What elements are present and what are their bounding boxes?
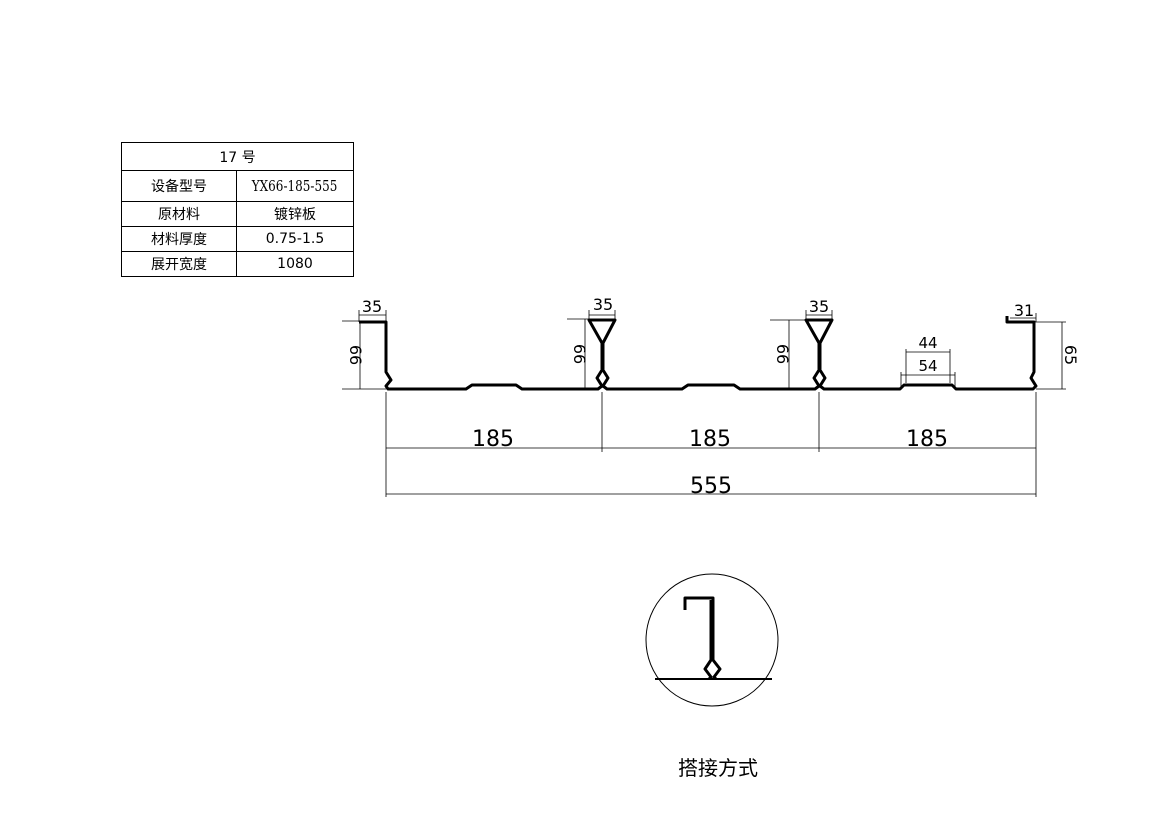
deck-profile-line [359, 316, 1038, 391]
dim-stiffener-top: 44 [918, 334, 937, 352]
spec-row-material: 原材料 镀锌板 [121, 201, 354, 227]
spec-title-row: 17 号 [121, 142, 354, 171]
spec-value-width: 1080 [236, 251, 354, 277]
spec-row-model: 设备型号 YX66-185-555 [121, 170, 354, 202]
detail-profile-line-2 [703, 600, 713, 681]
lap-joint-detail [645, 573, 779, 707]
spec-key-width: 展开宽度 [121, 251, 237, 277]
dim-span-1: 185 [472, 427, 514, 452]
detail-circle [645, 573, 779, 707]
dim-rib2-top: 35 [809, 297, 829, 316]
dim-height-rib2: 66 [773, 344, 792, 364]
dim-stiffener-bottom: 54 [918, 357, 937, 375]
spec-row-thickness: 材料厚度 0.75-1.5 [121, 226, 354, 252]
spec-title: 17 号 [121, 142, 354, 171]
spec-value-thickness: 0.75-1.5 [236, 226, 354, 252]
detail-caption: 搭接方式 [678, 756, 758, 780]
dim-height-left: 66 [346, 345, 365, 365]
dim-lip-left: 35 [362, 297, 382, 316]
spec-value-model: YX66-185-555 [252, 177, 338, 195]
spec-row-width: 展开宽度 1080 [121, 251, 354, 277]
dim-span-2: 185 [689, 427, 731, 452]
dim-rib1-top: 35 [593, 295, 613, 314]
dim-lip-right: 31 [1014, 301, 1034, 320]
spec-value-material: 镀锌板 [236, 201, 354, 227]
dim-height-rib1: 66 [570, 344, 589, 364]
dimension-lines [342, 310, 1066, 497]
spec-key-material: 原材料 [121, 201, 237, 227]
dim-total-width: 555 [690, 474, 732, 499]
spec-key-model: 设备型号 [121, 170, 237, 202]
detail-profile-line [683, 596, 722, 681]
dim-span-3: 185 [906, 427, 948, 452]
dim-height-right: 65 [1061, 345, 1080, 365]
spec-table: 17 号 设备型号 YX66-185-555 原材料 镀锌板 材料厚度 0.75… [121, 142, 354, 277]
